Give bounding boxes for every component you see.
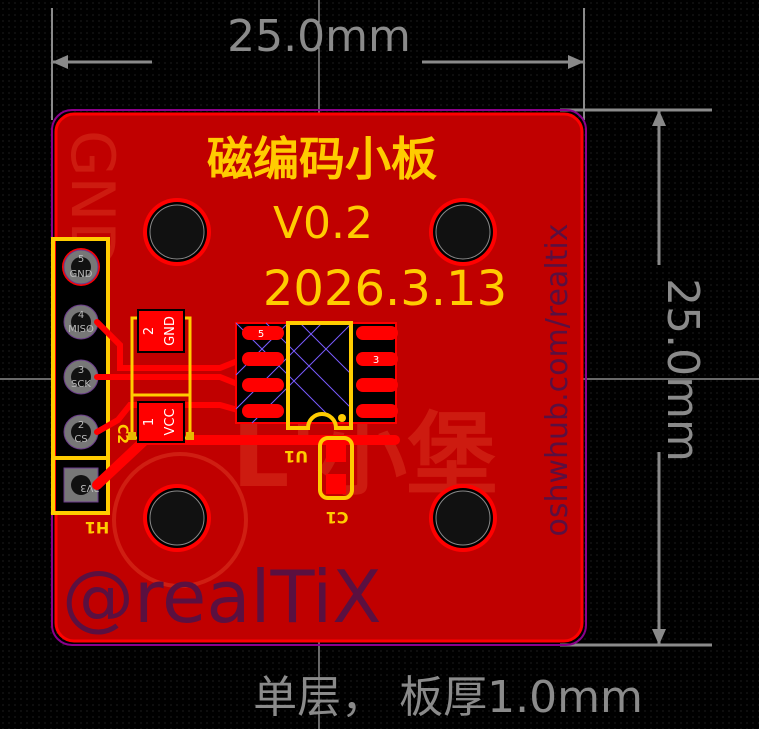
width-dimension[interactable] <box>51 8 585 120</box>
small-cap-pad-2-name: GND <box>163 316 178 346</box>
ghost-circle <box>112 452 248 588</box>
height-dimension-label: 25.0mm <box>657 278 708 462</box>
pin-5-name: GND <box>70 269 93 280</box>
mounting-hole-bottom-left[interactable] <box>143 484 211 552</box>
small-cap[interactable]: 2 GND 1 VCC <box>128 309 194 443</box>
pin-5-number: 5 <box>78 254 84 265</box>
width-dimension-label: 25.0mm <box>227 11 411 62</box>
ic-pad-3-label: 3 <box>373 355 379 366</box>
small-cap-pad-2[interactable] <box>137 309 185 353</box>
cap-c1[interactable] <box>318 436 354 500</box>
height-dimension[interactable] <box>560 108 712 647</box>
mounting-hole-top-left[interactable] <box>143 198 211 266</box>
pin-1-name: 3V3 <box>80 482 100 493</box>
header-pin-2[interactable] <box>63 414 99 450</box>
pin-2-number: 2 <box>78 420 84 431</box>
small-cap-ref-label: C2 <box>114 424 130 444</box>
header-pin-4[interactable] <box>63 304 99 340</box>
board-url-text: oshwhub.com/realtix <box>540 223 575 536</box>
header-pin-5[interactable] <box>62 248 100 286</box>
board-date: 2026.3.13 <box>263 261 507 317</box>
board-title: 磁编码小板 <box>207 132 437 186</box>
small-cap-pad-1-num: 1 <box>142 418 157 426</box>
small-cap-pad-1-name: VCC <box>163 408 178 435</box>
header-ref-label: H1 <box>85 518 110 537</box>
mounting-hole-bottom-right[interactable] <box>429 484 497 552</box>
pin-3-number: 3 <box>78 365 84 376</box>
board-watermark: @realTiX <box>62 555 382 639</box>
pin-3-name: SCK <box>71 379 91 390</box>
pin-4-number: 4 <box>78 310 84 321</box>
small-cap-pad-1[interactable] <box>137 401 185 443</box>
ic-silkscreen <box>286 321 353 430</box>
ic-ref-label: U1 <box>284 447 308 466</box>
board-spec-note: 单层， 板厚1.0mm <box>253 672 643 723</box>
cap-ref-label: C1 <box>326 508 349 527</box>
mounting-hole-top-right[interactable] <box>429 198 497 266</box>
c1-pad-2[interactable] <box>326 474 346 494</box>
ic-pad-5-label: 5 <box>258 329 264 340</box>
board-version: V0.2 <box>273 198 373 249</box>
ic-pads[interactable] <box>242 326 398 418</box>
ic-u1[interactable]: 5 3 <box>235 321 398 430</box>
c1-pad-1[interactable] <box>326 442 346 462</box>
small-cap-pad-2-num: 2 <box>142 327 157 335</box>
pin-4-name: MISO <box>68 324 94 335</box>
pin1-dot <box>338 414 346 422</box>
pin-2-name: CS <box>74 434 87 445</box>
